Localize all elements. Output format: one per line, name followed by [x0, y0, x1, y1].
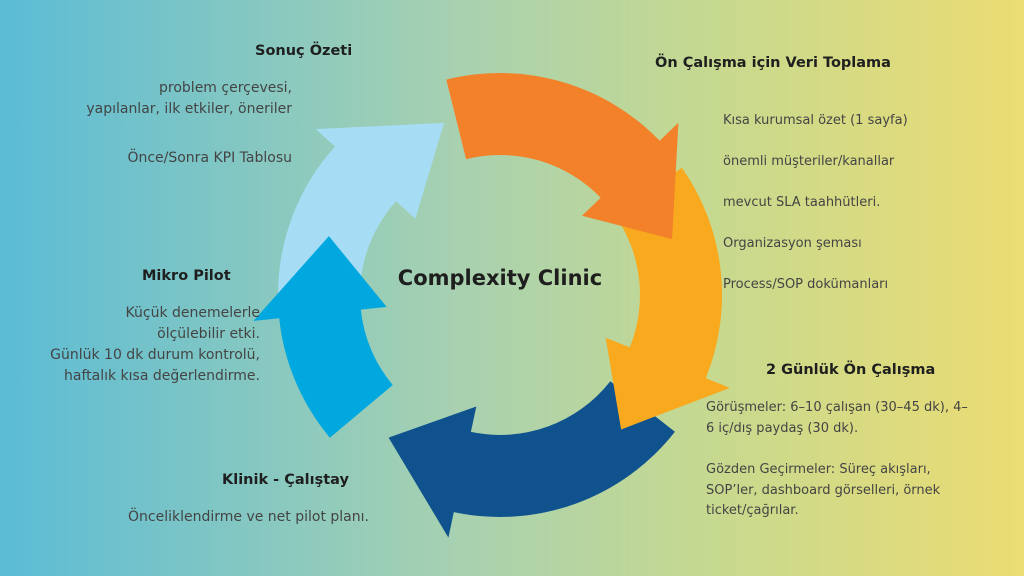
step-1-title: Ön Çalışma için Veri Toplama — [655, 55, 891, 71]
step-2-paragraph-2: Gözden Geçirmeler: Süreç akışları, SOP’l… — [706, 462, 941, 518]
step-1-line: Kısa kurumsal özet (1 sayfa) — [723, 112, 908, 128]
step-2-title: 2 Günlük Ön Çalışma — [766, 362, 936, 378]
step-5-title: Sonuç Özeti — [255, 43, 353, 59]
step-4-arrow — [253, 236, 393, 438]
step-1-line: önemli müşteriler/kanallar — [723, 153, 895, 169]
step-2-arrow — [605, 167, 730, 430]
step-1-line: Process/SOP dokümanları — [723, 276, 889, 292]
step-3-text: Önceliklendirme ve net pilot planı. — [128, 509, 369, 525]
step-1-list: Kısa kurumsal özet (1 sayfa) önemli müşt… — [723, 90, 908, 316]
step-4-text: Küçük denemelerle ölçülebilir etki. Günl… — [50, 305, 260, 384]
step-1-line: Organizasyon şeması — [723, 235, 862, 251]
step-5-text: problem çerçevesi, yapılanlar, ilk etkil… — [86, 80, 292, 117]
step-1-line: mevcut SLA taahhütleri. — [723, 194, 881, 210]
step-2-paragraph-1: Görüşmeler: 6–10 çalışan (30–45 dk), 4– … — [706, 400, 968, 436]
step-4-title: Mikro Pilot — [142, 268, 231, 284]
step-3-title: Klinik - Çalıştay — [222, 472, 349, 488]
step-5-text-2: Önce/Sonra KPI Tablosu — [127, 150, 292, 166]
center-title: Complexity Clinic — [397, 266, 603, 290]
step-3-arrow — [388, 381, 675, 538]
step-1-arrow — [446, 73, 679, 240]
